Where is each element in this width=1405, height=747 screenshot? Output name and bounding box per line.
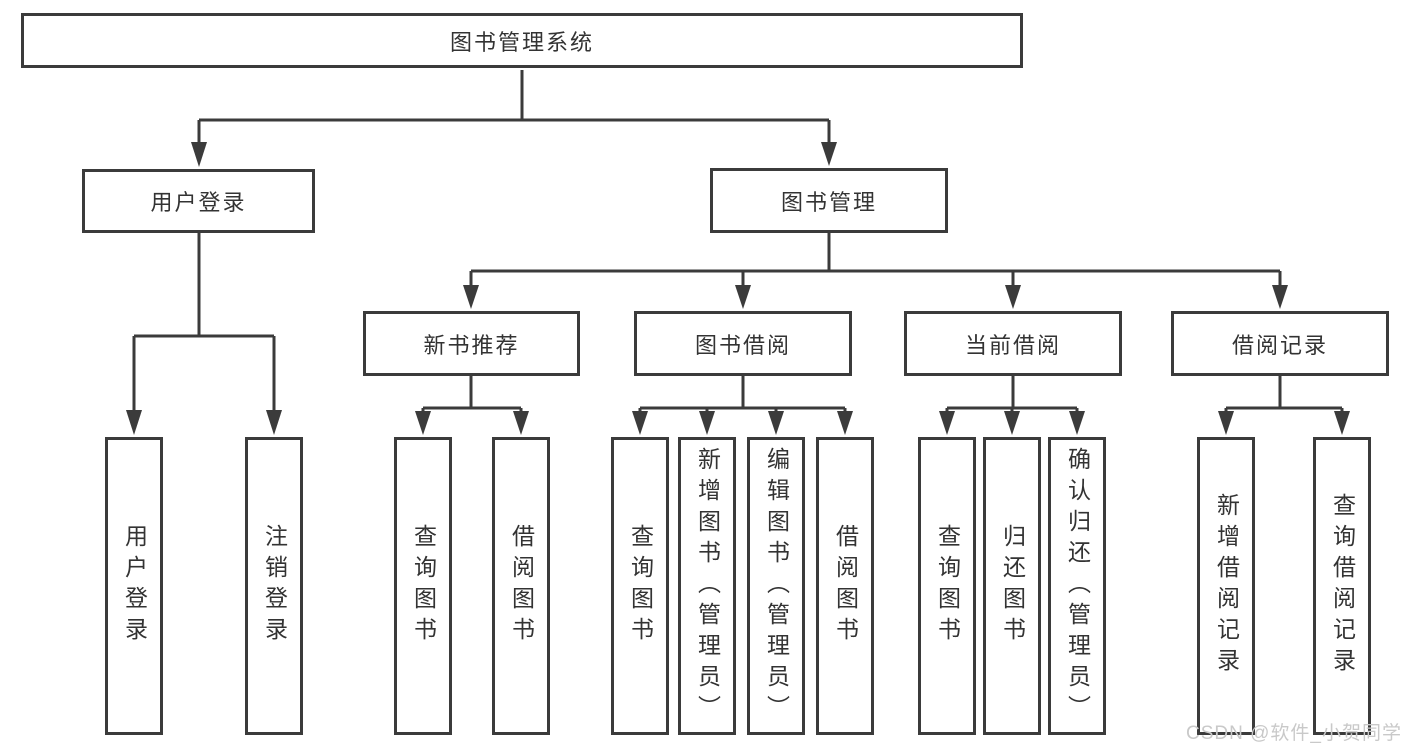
leaf-cb-query-books: 查询图书: [918, 437, 976, 735]
leaf-cb-confirm-return-admin: 确认归还（管理员）: [1048, 437, 1106, 735]
connector-borrowing-records: [1218, 376, 1350, 435]
csdn-watermark: CSDN @软件_小贺同学: [1186, 723, 1402, 744]
leaf-bb-edit-books-admin-label: 编辑图书（管理员）: [763, 446, 790, 726]
leaf-bb-query-books: 查询图书: [611, 437, 669, 735]
leaf-cb-return-books: 归还图书: [983, 437, 1041, 735]
leaf-bb-query-books-label: 查询图书: [627, 524, 654, 648]
node-new-book-recommend-label: 新书推荐: [423, 332, 520, 358]
node-root: 图书管理系统: [21, 13, 1023, 68]
leaf-nb-query-books-label: 查询图书: [410, 524, 437, 648]
leaf-bb-add-books-admin: 新增图书（管理员）: [678, 437, 736, 735]
node-borrowing-records-label: 借阅记录: [1231, 332, 1328, 358]
leaf-cb-return-books-label: 归还图书: [999, 524, 1026, 648]
leaf-logout: 注销登录: [245, 437, 303, 735]
node-borrowing-records: 借阅记录: [1171, 311, 1389, 376]
leaf-bb-edit-books-admin: 编辑图书（管理员）: [747, 437, 805, 735]
node-book-management: 图书管理: [710, 168, 948, 233]
connector-current-borrowing: [939, 376, 1085, 435]
node-user-login: 用户登录: [82, 169, 315, 233]
leaf-logout-label: 注销登录: [261, 524, 288, 648]
node-current-borrowing-label: 当前借阅: [964, 332, 1061, 358]
leaf-cb-query-books-label: 查询图书: [934, 524, 961, 648]
node-user-login-label: 用户登录: [150, 190, 247, 215]
node-new-book-recommend: 新书推荐: [363, 311, 580, 376]
connector-new-book-recommend: [415, 376, 529, 435]
node-book-management-label: 图书管理: [780, 189, 877, 215]
node-root-label: 图书管理系统: [449, 29, 594, 55]
connector-root: [191, 70, 837, 167]
connector-book-borrowing: [632, 376, 853, 435]
leaf-bb-add-books-admin-label: 新增图书（管理员）: [694, 446, 721, 726]
leaf-nb-borrow-books-label: 借阅图书: [508, 524, 535, 648]
node-book-borrowing: 图书借阅: [634, 311, 852, 376]
leaf-br-add-record: 新增借阅记录: [1197, 437, 1255, 735]
node-current-borrowing: 当前借阅: [904, 311, 1122, 376]
node-book-borrowing-label: 图书借阅: [694, 332, 791, 358]
leaf-user-login: 用户登录: [105, 437, 163, 735]
leaf-nb-query-books: 查询图书: [394, 437, 452, 735]
connector-user-login: [126, 233, 282, 435]
leaf-cb-confirm-return-admin-label: 确认归还（管理员）: [1064, 446, 1091, 726]
leaf-nb-borrow-books: 借阅图书: [492, 437, 550, 735]
connector-book-management: [463, 233, 1288, 309]
leaf-bb-borrow-books-label: 借阅图书: [832, 524, 859, 648]
leaf-br-query-record: 查询借阅记录: [1313, 437, 1371, 735]
leaf-br-add-record-label: 新增借阅记录: [1213, 493, 1240, 679]
leaf-bb-borrow-books: 借阅图书: [816, 437, 874, 735]
leaf-br-query-record-label: 查询借阅记录: [1329, 493, 1356, 679]
leaf-user-login-label: 用户登录: [121, 524, 148, 648]
